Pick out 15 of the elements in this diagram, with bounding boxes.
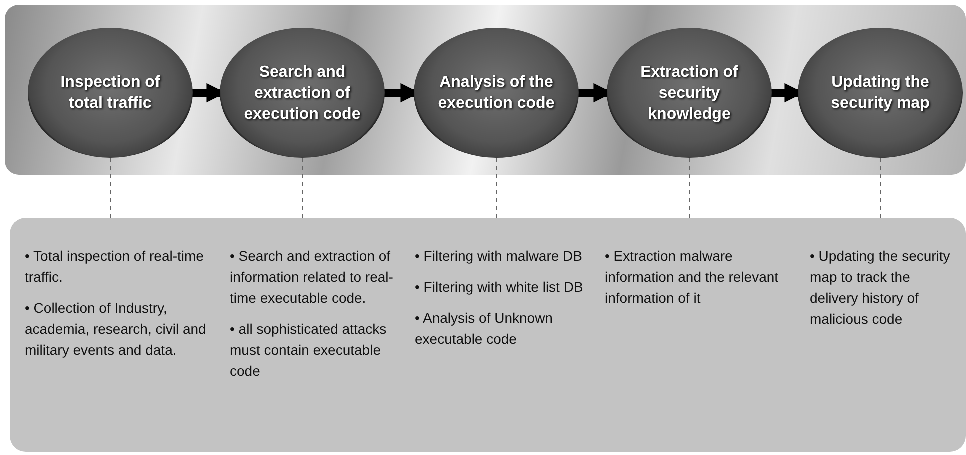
bullet-text: • Collection of Industry, academia, research, civil and military events and data.: [25, 299, 208, 360]
dashed-connector: [110, 158, 111, 218]
dashed-connector: [689, 158, 690, 218]
bullet-text: • Analysis of Unknown executable code: [415, 309, 554, 349]
dashed-connector: [302, 158, 303, 218]
dashed-connector: [880, 158, 881, 218]
bullet-text: • Filtering with malware DB: [415, 247, 584, 266]
bullet-text: • Filtering with white list DB: [415, 278, 584, 297]
panel-background: [10, 218, 966, 452]
bullet-text: • Search and extraction of information related to real-time executable code.: [230, 247, 394, 308]
bullet-text: • Updating the security map to track the delivery history of malicious code: [810, 247, 952, 329]
bullet-text: • Extraction malware information and the relevant information of it: [605, 247, 780, 308]
bullet-text: • all sophisticated attacks must contain executable code: [230, 320, 388, 381]
dashed-connector: [496, 158, 497, 218]
bullet-text: • Total inspection of real-time traffic.: [25, 247, 205, 287]
